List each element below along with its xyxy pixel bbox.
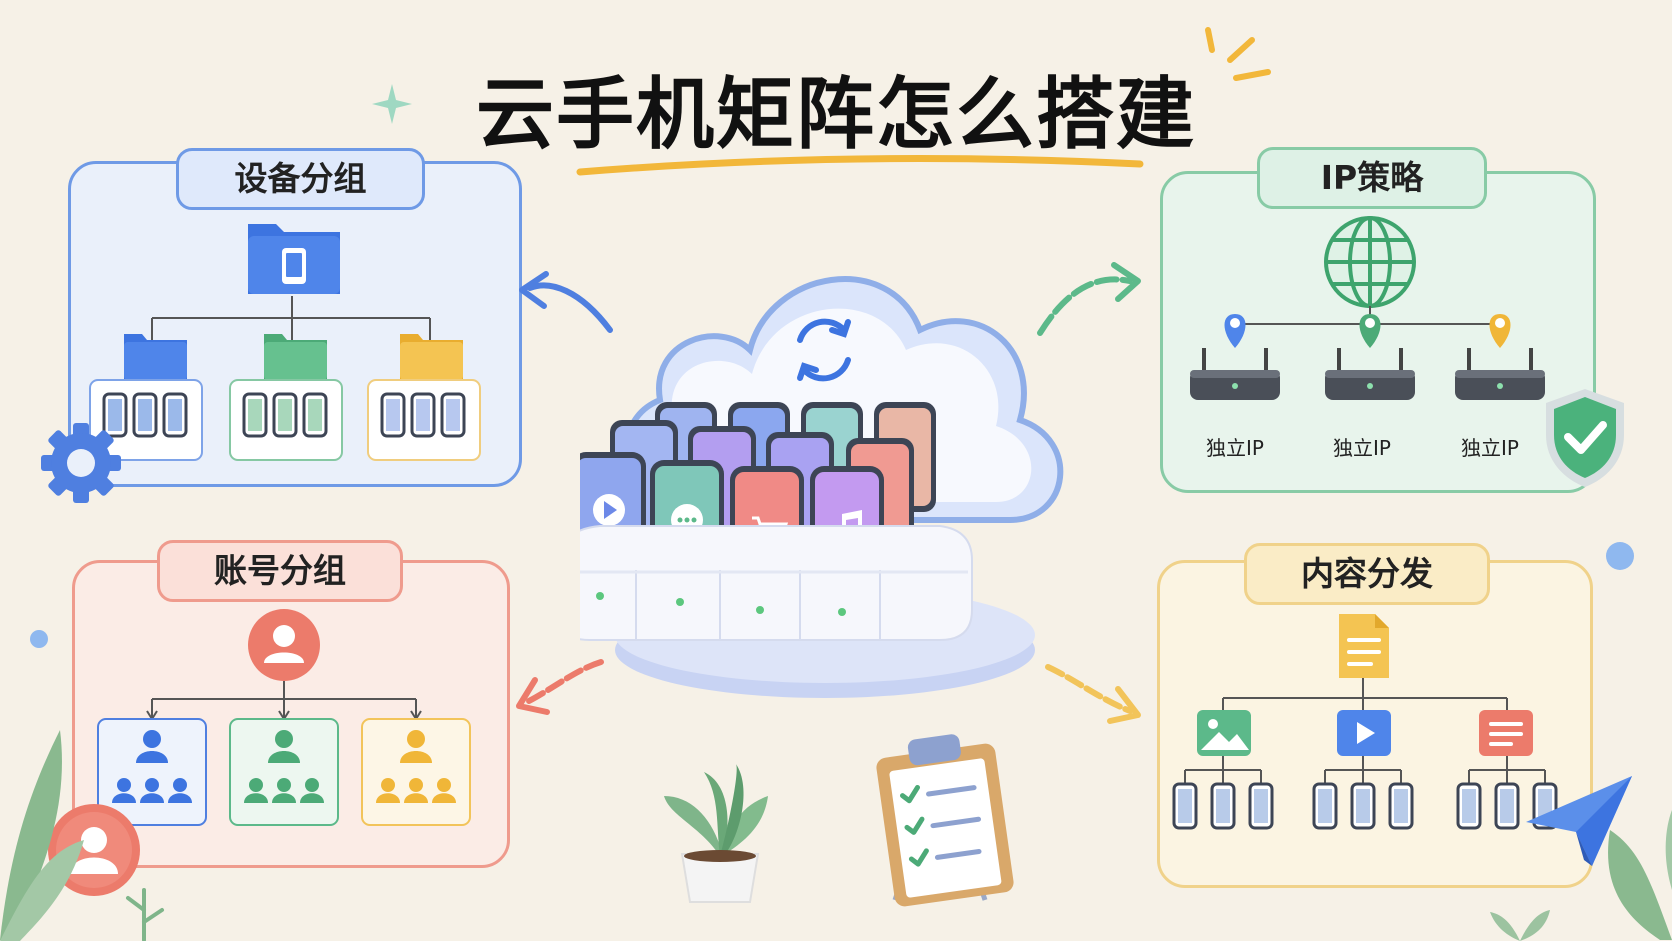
router-icon — [1455, 348, 1545, 400]
image-icon — [1197, 710, 1251, 756]
location-pin-icon — [1359, 314, 1381, 348]
decor-dot — [30, 630, 48, 648]
user-icon — [248, 609, 320, 681]
leaf-decoration-small — [126, 888, 164, 941]
ip-strategy-tree — [1190, 216, 1545, 400]
ip-node-label: 独立IP — [1206, 436, 1264, 460]
leaf-decoration-left — [0, 730, 84, 941]
clipboard-check-icon — [876, 734, 1014, 907]
ip-node-label: 独立IP — [1333, 436, 1391, 460]
router-icon — [1325, 348, 1415, 400]
plant-icon — [664, 764, 768, 903]
leaf-decoration-bottom — [1490, 910, 1550, 941]
sparkle-icon — [372, 84, 412, 124]
folder-icon — [124, 334, 187, 380]
message-icon — [1479, 710, 1533, 756]
shield-check-icon — [1546, 389, 1624, 487]
device-group-label: 设备分组 — [176, 148, 425, 210]
account-group-tree — [97, 609, 471, 826]
arrow-to-ip-strategy — [1037, 262, 1141, 336]
router-icon — [1190, 348, 1280, 400]
sparkle-lines — [1205, 27, 1271, 81]
user-group-icon — [244, 730, 324, 803]
document-icon — [1339, 614, 1389, 678]
content-dist-label: 内容分发 — [1244, 543, 1490, 605]
account-group-label: 账号分组 — [157, 540, 403, 602]
decor-dot — [1606, 542, 1634, 570]
folder-icon — [264, 334, 327, 380]
content-dist-tree — [1172, 614, 1558, 830]
cloud-phone-rack — [580, 276, 1064, 698]
play-icon — [1337, 710, 1391, 756]
folder-icon — [400, 334, 463, 380]
gear-icon — [41, 423, 121, 503]
paper-plane-icon — [1526, 776, 1632, 866]
location-pin-icon — [1224, 314, 1246, 348]
globe-icon — [1324, 216, 1416, 308]
user-group-icon — [112, 730, 192, 803]
leaf-decoration-right — [1608, 810, 1672, 940]
phone-icon — [282, 248, 306, 284]
user-icon — [48, 804, 140, 896]
page-title: 云手机矩阵怎么搭建 — [475, 70, 1196, 160]
arrow-to-device-group — [519, 271, 613, 333]
ip-node-label: 独立IP — [1461, 436, 1519, 460]
location-pin-icon — [1489, 314, 1511, 348]
device-group-tree — [89, 224, 481, 461]
arrow-to-content-dist — [1045, 664, 1141, 724]
arrow-to-account-group — [516, 659, 604, 715]
title-underline — [576, 155, 1144, 176]
ip-strategy-label: IP策略 — [1257, 147, 1487, 209]
user-group-icon — [376, 730, 456, 803]
